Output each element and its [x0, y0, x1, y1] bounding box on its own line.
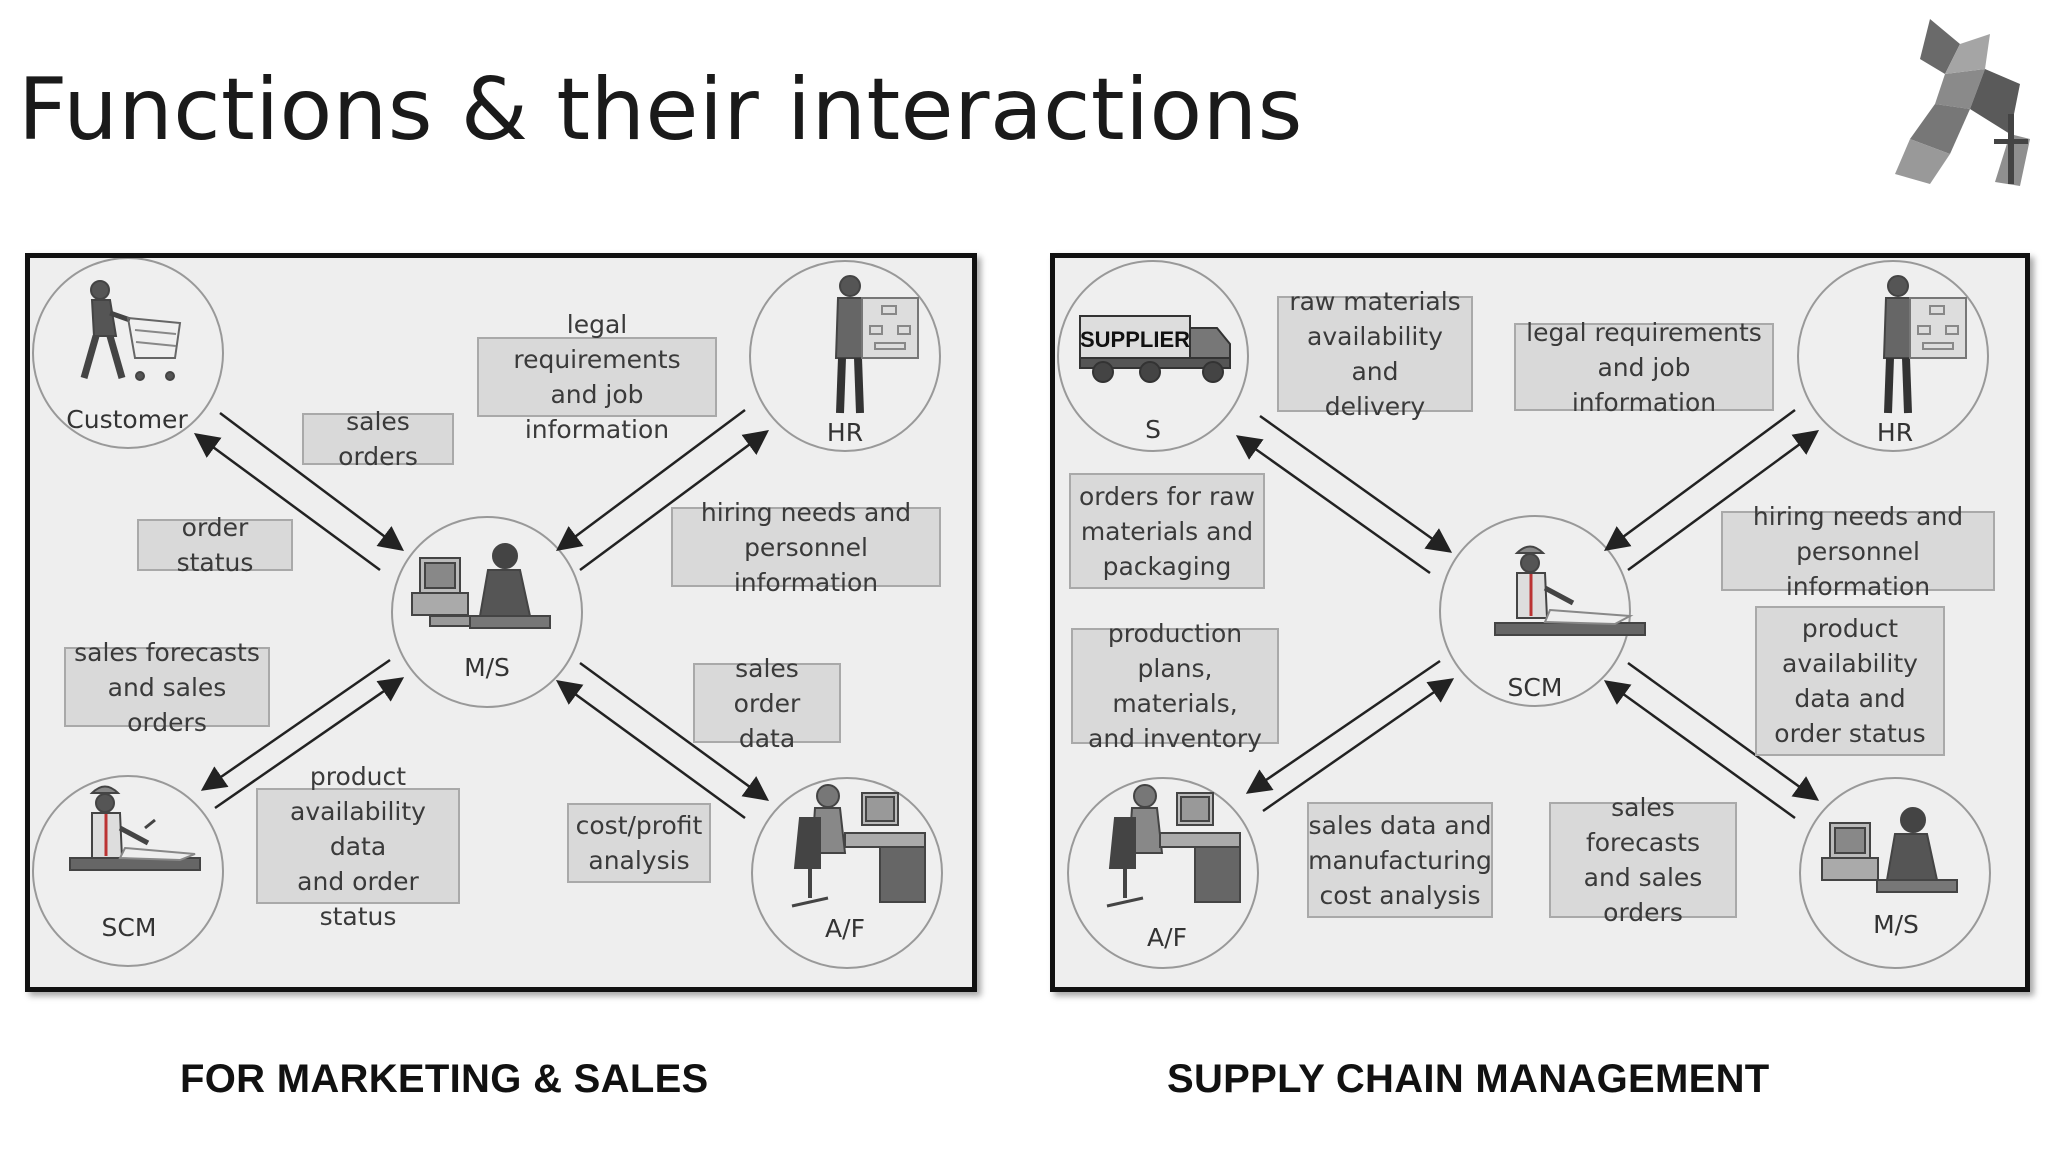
scm-node-label-2: SCM [1507, 673, 1563, 702]
customer-figure-icon [80, 280, 182, 381]
arrow-scm-to-ms [214, 677, 405, 810]
arrow-hr-to-scm [1603, 408, 1796, 551]
arrow-af-to-scm [1262, 678, 1455, 813]
arrow-scm-to-af [1245, 659, 1441, 794]
scm-node-label: SCM [101, 913, 157, 942]
arrow-scm-to-hr [1627, 430, 1820, 572]
label-sales-data-cost: sales data and manufacturing cost analys… [1307, 802, 1493, 918]
arrow-scm-to-ms [1627, 661, 1820, 801]
ms-node-label-2: M/S [1873, 910, 1919, 939]
arrow-scm-to-s [1235, 435, 1431, 575]
ms-figure-icon [411, 543, 551, 629]
arrow-ms-to-af [579, 661, 770, 801]
arrow-s-to-scm [1259, 414, 1453, 553]
af-figure-icon [791, 784, 926, 908]
ms-diagram-graphics [32, 258, 943, 969]
arrow-af-to-ms [555, 680, 746, 820]
label-sales-orders: sales orders [302, 407, 454, 471]
supplier-truck-icon [1079, 315, 1231, 383]
ms-node-label: M/S [464, 653, 510, 682]
af-figure-icon-2 [1106, 784, 1241, 908]
label-legal-requirements: legal requirements and job information [477, 310, 717, 444]
arrow-hr-to-ms [555, 408, 746, 551]
arrow-ms-to-scm [1603, 680, 1796, 820]
label-sales-forecasts-2: sales forecasts and sales orders [1549, 793, 1737, 927]
customer-node-label: Customer [66, 405, 188, 434]
arrow-ms-to-scm [200, 658, 391, 791]
arrow-customer-to-ms [219, 412, 404, 551]
supply-chain-diagram: SUPPLIER [1050, 253, 2030, 992]
arrow-ms-to-hr [579, 430, 770, 572]
hr-figure-icon [834, 275, 919, 414]
scm-figure-icon [69, 785, 201, 871]
hr-figure-icon-2 [1882, 275, 1967, 414]
customer-node-circle [32, 258, 224, 449]
ms-figure-icon-2 [1821, 807, 1958, 893]
hr-node-label: HR [826, 418, 864, 447]
label-product-availability-2: product availability data and order stat… [1755, 606, 1945, 756]
af-node-label: A/F [825, 914, 865, 943]
truck-text: SUPPLIER [1080, 327, 1190, 352]
slide-title: Functions & their interactions [18, 60, 1303, 160]
caption-marketing-sales: FOR MARKETING & SALES [180, 1057, 709, 1101]
label-raw-materials: raw materials availability and delivery [1277, 287, 1473, 421]
scm-figure-icon-2 [1494, 545, 1646, 636]
label-cost-profit: cost/profit analysis [567, 803, 711, 883]
label-order-status: order status [137, 513, 293, 577]
hr-node-label-2: HR [1876, 418, 1914, 447]
label-hiring-needs-2: hiring needs and personnel information [1721, 502, 1995, 601]
scm-diagram-graphics: SUPPLIER [1057, 260, 1991, 969]
label-product-availability: product availability data and order stat… [256, 762, 460, 931]
marketing-sales-diagram: Customer HR M/S SCM A/F sales orders leg… [25, 253, 977, 992]
s-node-label: S [1145, 415, 1161, 444]
arrow-ms-to-customer [193, 433, 381, 572]
logo-icon [1895, 19, 2030, 186]
label-orders-raw-materials: orders for raw materials and packaging [1069, 473, 1265, 589]
label-sales-forecasts: sales forecasts and sales orders [64, 638, 270, 737]
label-hiring-needs: hiring needs and personnel information [671, 498, 941, 597]
label-production-plans: production plans, materials, and invento… [1071, 619, 1279, 753]
caption-supply-chain: SUPPLY CHAIN MANAGEMENT [1167, 1057, 1770, 1101]
af-node-label-2: A/F [1147, 923, 1187, 952]
label-legal-requirements-2: legal requirements and job information [1514, 318, 1774, 417]
label-sales-order-data: sales order data [693, 654, 841, 753]
